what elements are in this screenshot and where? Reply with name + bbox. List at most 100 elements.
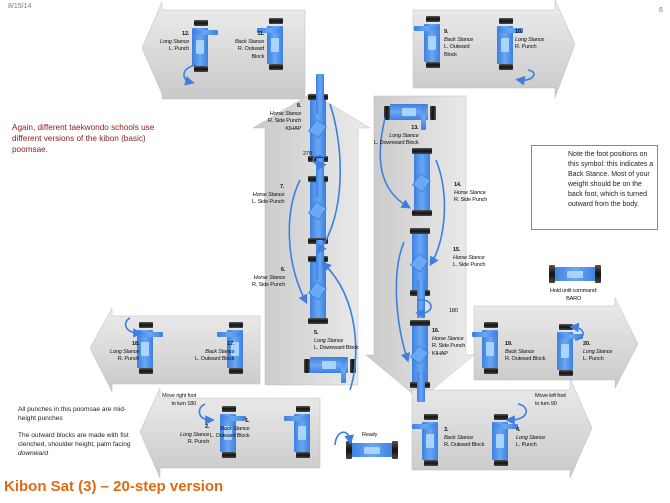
foot-right [308, 318, 328, 324]
schools-note: Again, different taekwondo schools use d… [12, 123, 155, 154]
front-foot [296, 406, 310, 412]
stance-figures [137, 16, 601, 466]
front-foot [494, 414, 508, 420]
arrow-7-to-8 [317, 103, 342, 254]
foot-left [549, 265, 555, 283]
fist [412, 173, 431, 193]
back-foot [229, 368, 243, 374]
front-foot [499, 18, 513, 24]
stance-figure-4 [492, 414, 518, 466]
technique-notes: All punches in this poomsae are mid-heig… [18, 405, 138, 466]
back-foot [139, 368, 153, 374]
arrow-14-to-15 [429, 159, 446, 267]
direction-arrow-top-left [141, 1, 306, 100]
back-foot [304, 359, 310, 373]
arm [497, 28, 523, 33]
back-foot [559, 370, 573, 376]
hold-stance-figure [549, 265, 601, 283]
arrow-13-to-14 [379, 117, 412, 209]
direction-arrow-mid-left [89, 307, 261, 393]
fist [410, 253, 429, 273]
chest-highlight [196, 40, 204, 54]
punch-arm-16 [417, 372, 425, 402]
arm [557, 334, 583, 339]
front-foot [424, 414, 438, 420]
turn-arrow-20 [569, 322, 584, 341]
stance-figure-3 [412, 414, 438, 466]
fist [308, 119, 327, 139]
stance-figure-9 [414, 16, 440, 68]
back-foot [384, 106, 390, 120]
stance-figure-15 [410, 228, 430, 296]
front-foot [559, 324, 573, 330]
foot-left [410, 320, 430, 326]
blocks-note-emphasis: downward [18, 450, 49, 457]
chest-highlight [428, 36, 436, 50]
arm [220, 416, 246, 421]
foot-right [595, 265, 601, 283]
movement-arrows [124, 64, 584, 446]
punch-arm-8 [316, 74, 324, 114]
fist [308, 201, 327, 221]
ready-turn-arrow [334, 431, 354, 446]
hold-note: Hold until command:BARO [550, 288, 598, 302]
turn-arrow-4 [505, 403, 527, 425]
chest-highlight [364, 447, 380, 454]
back-foot [484, 368, 498, 374]
chest-highlight [501, 38, 509, 52]
back-foot [426, 62, 440, 68]
turn-270-arrow [312, 155, 327, 171]
back-foot [222, 452, 236, 458]
arm [284, 416, 310, 421]
blocks-note: The outward blocks are made with fist cl… [18, 432, 131, 457]
chest-highlight [322, 361, 336, 369]
chest-highlight [298, 426, 306, 440]
front-foot [222, 406, 236, 412]
foot-left [410, 228, 430, 234]
foot-right [412, 210, 432, 216]
back-foot [269, 64, 283, 70]
chest-highlight [141, 342, 149, 356]
front-foot [139, 322, 153, 328]
turn-270-label: 270 [303, 151, 312, 157]
turn-arrow-18 [124, 317, 143, 338]
stance-figure-1 [284, 406, 310, 458]
stance-figure-13 [384, 104, 436, 130]
turn-arrow-2 [198, 403, 215, 425]
chest-highlight [224, 426, 232, 440]
front-foot [269, 18, 283, 24]
front-foot [194, 20, 208, 26]
chest-highlight [402, 108, 416, 116]
chest-highlight [496, 434, 504, 448]
stance-figure-14 [412, 148, 432, 216]
arm [412, 424, 438, 429]
page-number: 6 [659, 7, 663, 14]
arrow-5-to-6 [321, 261, 357, 391]
chest-highlight [231, 342, 239, 356]
stance-figure-11 [257, 18, 283, 70]
turn-180-arrow [415, 299, 432, 319]
front-foot [229, 322, 243, 328]
front-foot [484, 322, 498, 328]
arm [137, 332, 163, 337]
chest-highlight [271, 38, 279, 52]
arm [421, 104, 426, 130]
foot-right [392, 441, 398, 459]
chest-highlight [426, 434, 434, 448]
back-foot [499, 64, 513, 70]
